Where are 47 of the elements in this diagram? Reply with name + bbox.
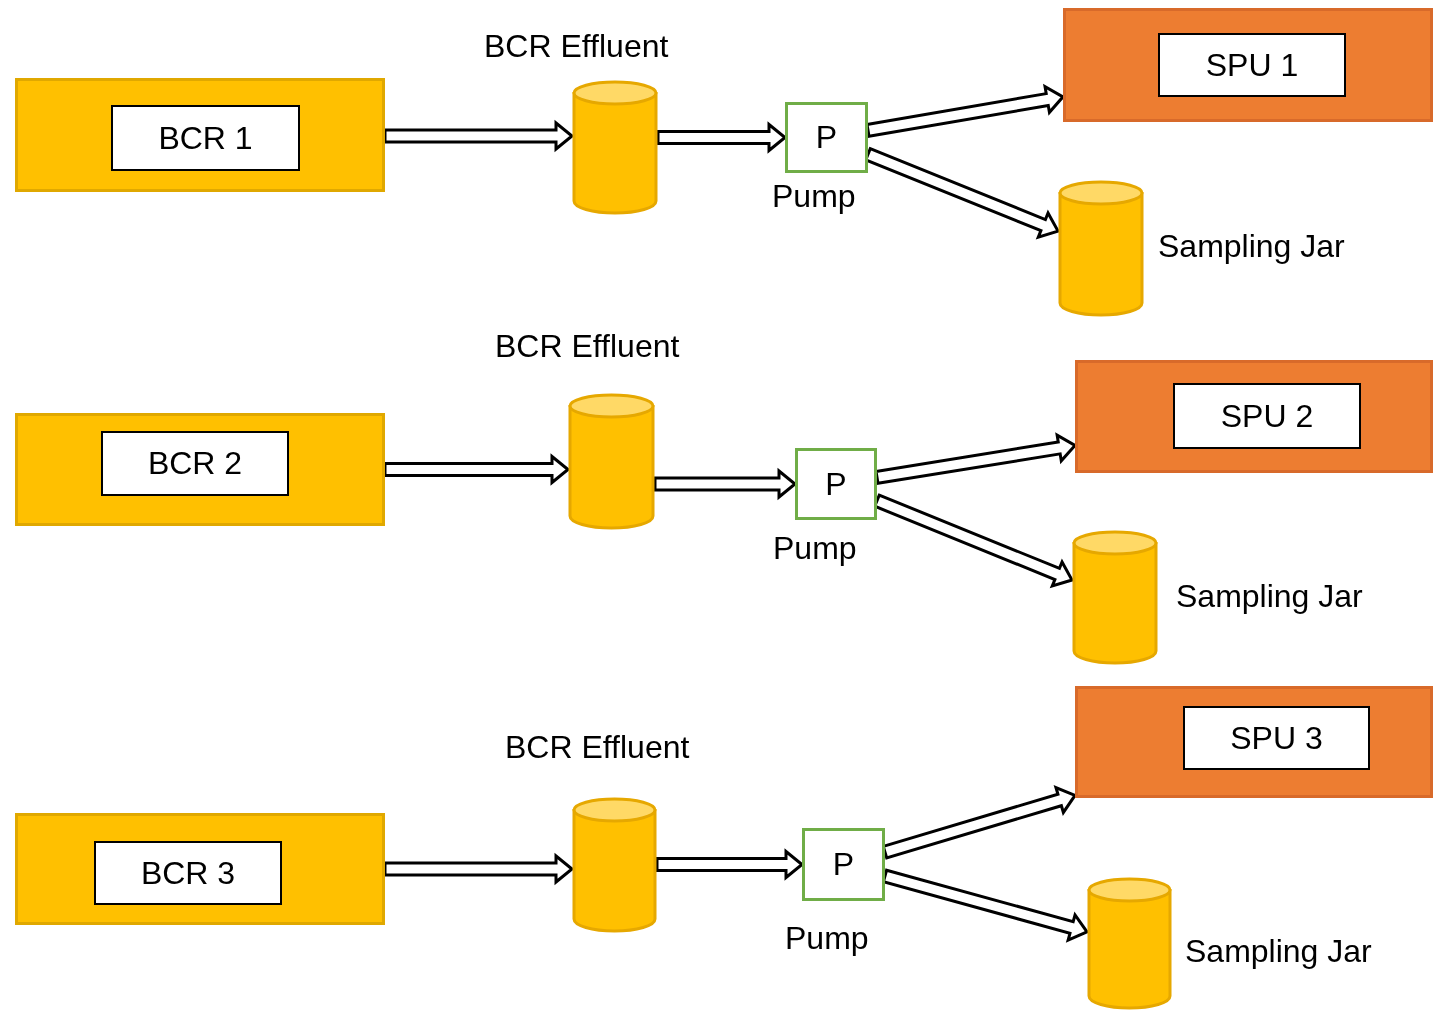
node-caption: Sampling Jar <box>1176 578 1363 615</box>
reactor-panel <box>15 78 385 192</box>
node-caption: Sampling Jar <box>1185 933 1372 970</box>
node-label: P <box>825 465 847 503</box>
node-label: SPU 1 <box>1205 46 1299 84</box>
block-arrow <box>383 852 575 886</box>
cylinder-container <box>1058 180 1144 317</box>
block-arrow <box>656 121 788 154</box>
node-caption: Pump <box>772 178 856 215</box>
spu-panel <box>1063 8 1433 122</box>
cylinder-container <box>572 80 658 215</box>
node-caption: BCR Effluent <box>505 729 690 766</box>
block-arrow <box>865 83 1066 138</box>
cylinder-container <box>1087 877 1172 1010</box>
block-arrow <box>383 119 575 153</box>
pump-box <box>785 102 868 173</box>
label-box <box>1173 383 1361 449</box>
pump-box <box>795 448 877 520</box>
node-label: P <box>815 119 838 156</box>
node-caption: BCR Effluent <box>495 328 680 365</box>
node-caption: Sampling Jar <box>1158 228 1345 265</box>
block-arrow <box>874 432 1078 485</box>
node-caption: Pump <box>785 920 869 957</box>
node-label: BCR 1 <box>158 119 253 157</box>
label-box <box>101 431 289 496</box>
node-caption: Pump <box>773 530 857 567</box>
node-label: SPU 2 <box>1220 397 1314 435</box>
block-arrow <box>653 467 798 501</box>
label-box <box>111 105 300 171</box>
reactor-panel <box>15 813 385 925</box>
block-arrow <box>383 453 571 486</box>
node-label: SPU 3 <box>1230 719 1323 757</box>
node-label: P <box>832 846 855 883</box>
cylinder-container <box>1072 530 1158 665</box>
node-label: BCR 2 <box>147 445 243 482</box>
cylinder-container <box>572 797 657 933</box>
node-label: BCR 3 <box>140 854 236 892</box>
pump-box <box>802 828 885 901</box>
node-caption: BCR Effluent <box>484 28 669 65</box>
spu-panel <box>1075 360 1433 473</box>
cylinder-container <box>568 393 655 530</box>
label-box <box>94 841 282 905</box>
spu-panel <box>1075 686 1433 798</box>
block-arrow <box>655 848 805 881</box>
label-box <box>1158 33 1346 97</box>
label-box <box>1183 706 1370 770</box>
reactor-panel <box>15 413 385 526</box>
